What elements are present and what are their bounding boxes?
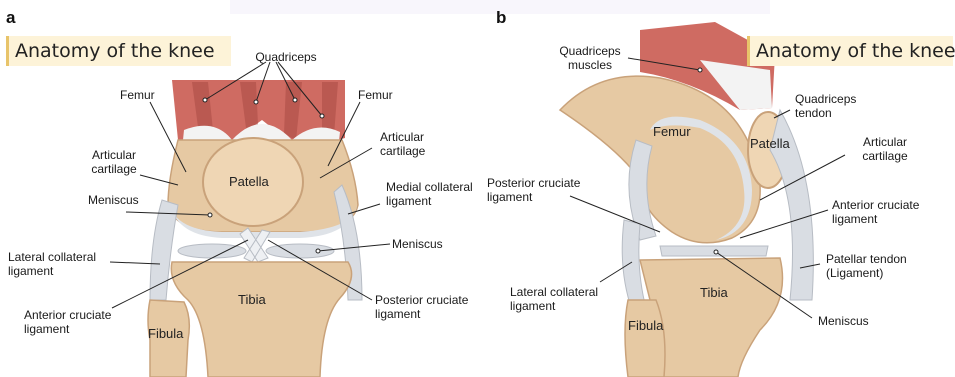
label-meniscus-left-a: Meniscus (88, 193, 139, 207)
panel-b-title-box: Anatomy of the knee (747, 36, 953, 66)
label-quadriceps-a: Quadriceps (236, 50, 336, 64)
label-anterior-cruciate-b: Anterior cruciate ligament (832, 198, 919, 226)
label-quadriceps-tendon-b: Quadriceps tendon (795, 92, 856, 120)
label-lateral-collateral-a: Lateral collateral ligament (8, 250, 96, 278)
tibia-a (171, 262, 351, 377)
label-femur-b: Femur (653, 124, 691, 139)
label-femur-right-a: Femur (358, 88, 393, 102)
label-patella-b: Patella (750, 136, 790, 151)
panel-a-letter: a (6, 8, 15, 28)
label-medial-collateral-a: Medial collateral ligament (386, 180, 473, 208)
label-articular-cartilage-left-a: Articular cartilage (76, 148, 152, 176)
panel-a-title-box: Anatomy of the knee (6, 36, 231, 66)
fibula-b (625, 300, 665, 377)
panel-a-title: Anatomy of the knee (9, 40, 215, 62)
label-articular-cartilage-right-a: Articular cartilage (380, 130, 425, 158)
lateral-collateral-ligament-a (150, 200, 178, 300)
label-quadriceps-muscles-b: Quadriceps muscles (550, 44, 630, 72)
label-fibula-b: Fibula (628, 318, 663, 333)
label-patellar-tendon-b: Patellar tendon (Ligament) (826, 252, 907, 280)
label-anterior-cruciate-a: Anterior cruciate ligament (24, 308, 111, 336)
label-posterior-cruciate-b: Posterior cruciate ligament (487, 176, 580, 204)
label-lateral-collateral-b: Lateral collateral ligament (510, 285, 598, 313)
meniscus-right-a (266, 244, 334, 258)
label-patella-a: Patella (229, 174, 269, 189)
label-meniscus-right-a: Meniscus (392, 237, 443, 251)
label-femur-left-a: Femur (120, 88, 155, 102)
label-fibula-a: Fibula (148, 326, 183, 341)
panel-b-letter: b (496, 8, 506, 28)
label-meniscus-b: Meniscus (818, 314, 869, 328)
label-articular-cartilage-b: Articular cartilage (845, 135, 925, 163)
panel-b-illustration (560, 22, 813, 377)
panel-b-title: Anatomy of the knee (750, 40, 955, 62)
label-posterior-cruciate-a: Posterior cruciate ligament (375, 293, 468, 321)
label-tibia-a: Tibia (238, 292, 266, 307)
label-tibia-b: Tibia (700, 285, 728, 300)
